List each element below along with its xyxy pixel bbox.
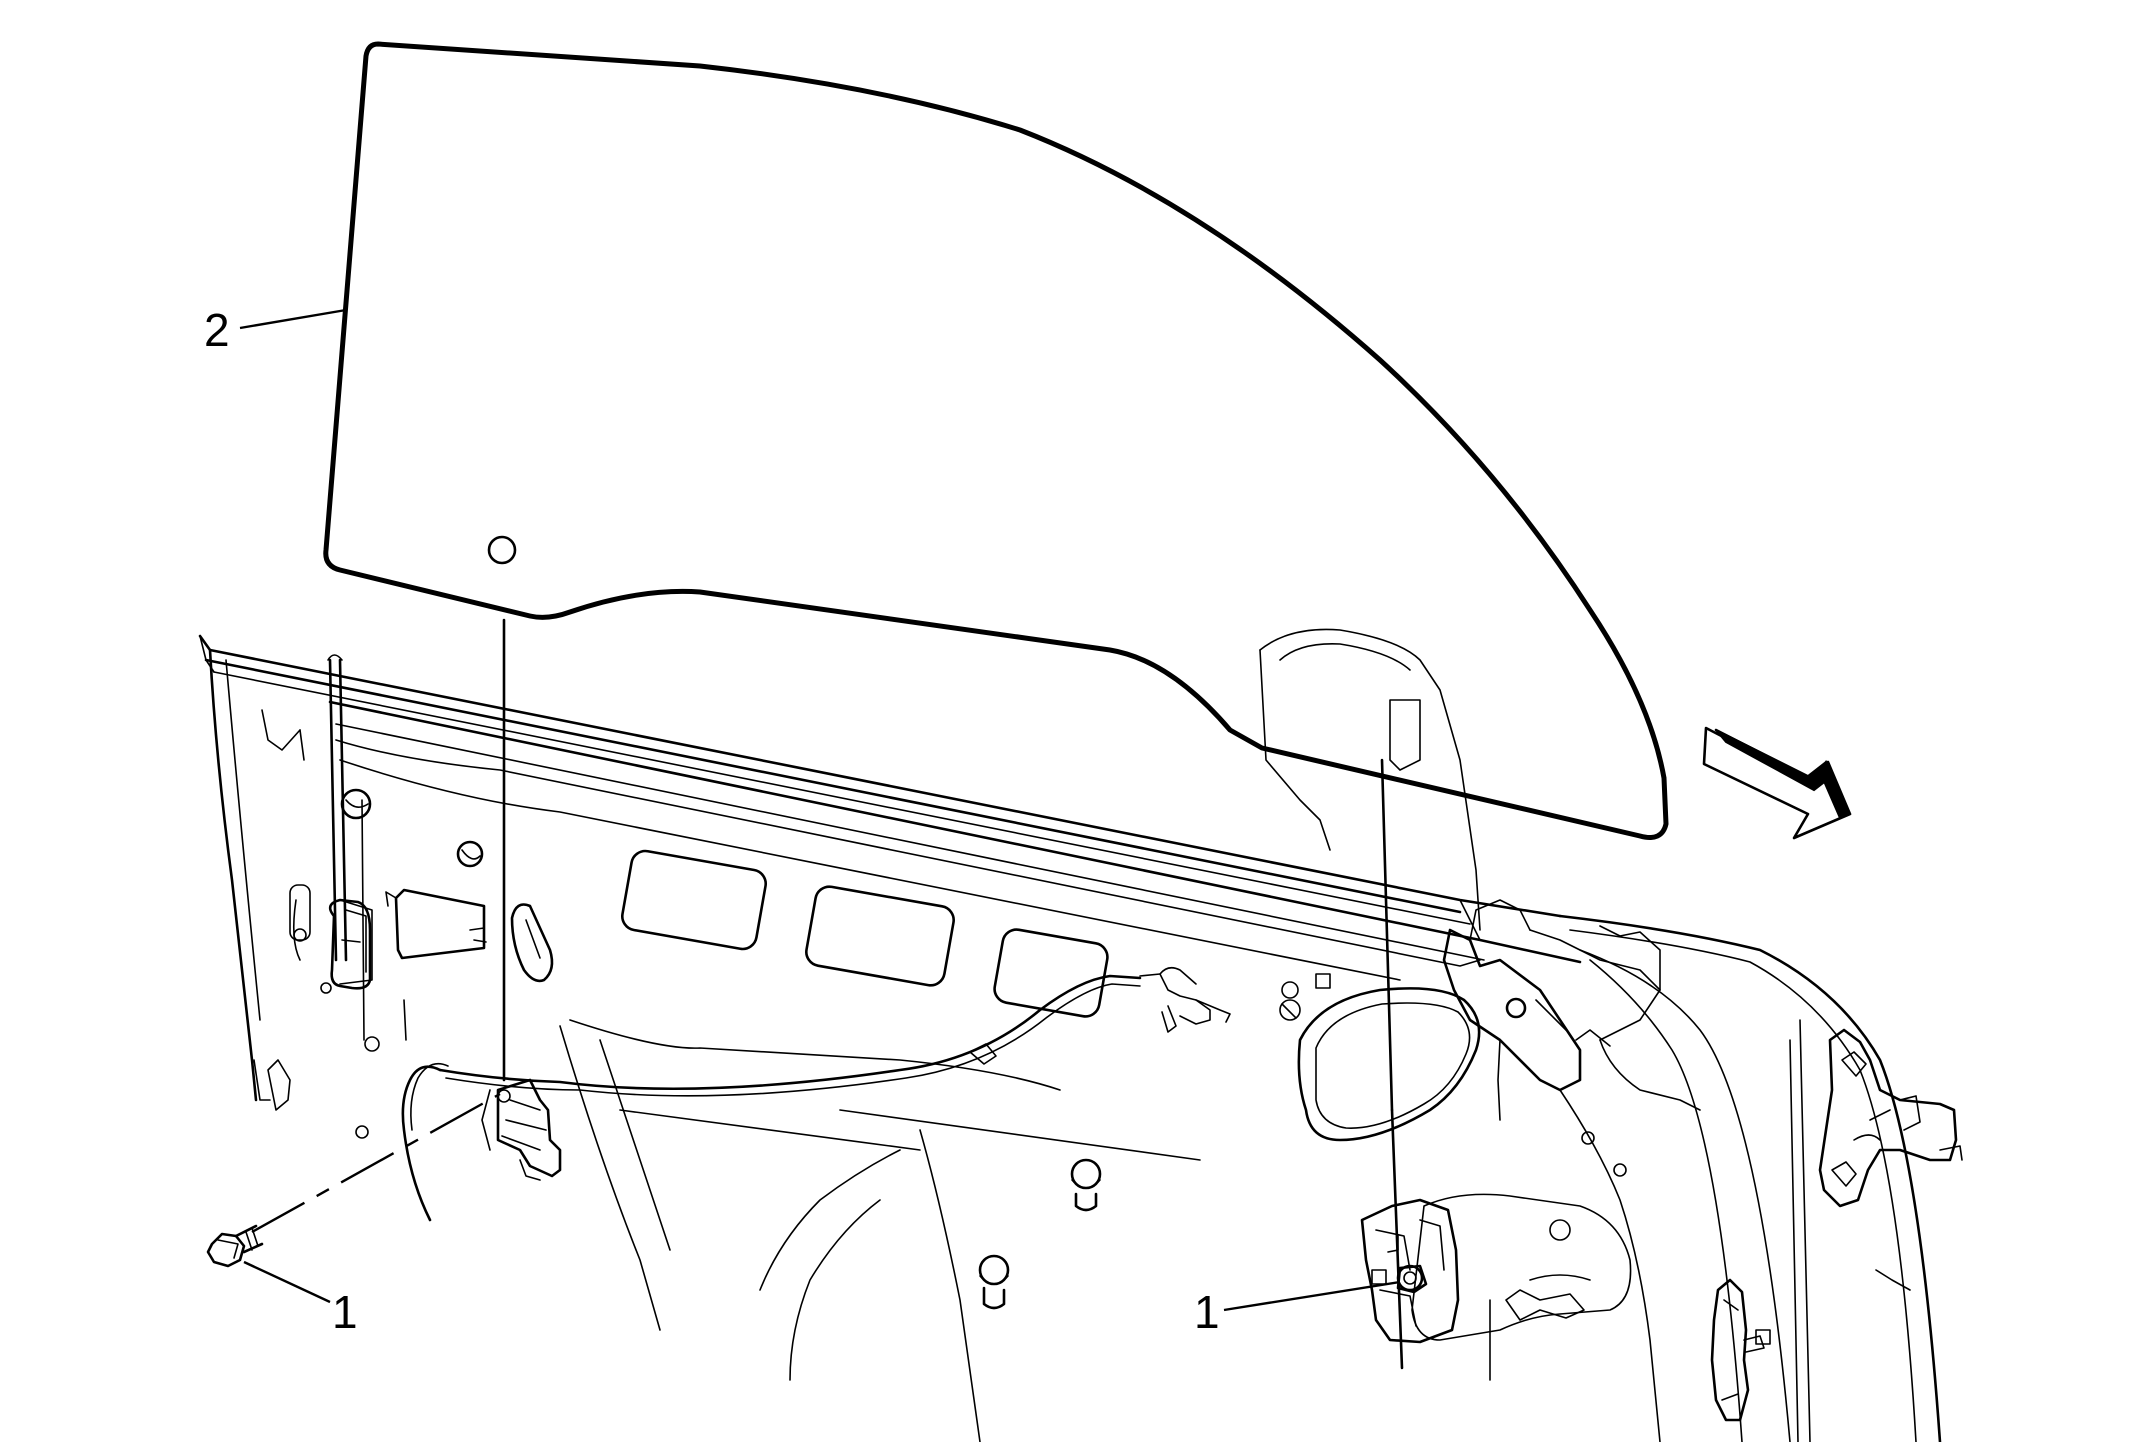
- bolt-right: [1396, 1264, 1428, 1294]
- callout-label-1-left: 1: [332, 1286, 358, 1338]
- bolt-left: [206, 1224, 264, 1268]
- front-edge-lines: [1789, 1019, 1911, 1442]
- hinge-pillar-structure: [1442, 899, 1701, 1442]
- door-inner-panel: [335, 739, 1481, 1442]
- direction-arrow: [1702, 726, 1852, 840]
- door-outer-frame: [1558, 914, 1942, 1442]
- mirror-sail-outline: [1259, 628, 1481, 931]
- door-window-glass: [323, 41, 1669, 840]
- door-module: [385, 888, 487, 960]
- panel-slots: [328, 898, 554, 990]
- retainer-clips: [978, 1158, 1102, 1310]
- callout-label-1-right: 1: [1194, 1286, 1220, 1338]
- callout-label-2: 2: [204, 304, 230, 356]
- alignment-lines: [502, 618, 1491, 1381]
- door-left-end: [208, 648, 311, 1111]
- door-belt-rails: [198, 634, 1582, 964]
- wiring-harness: [401, 966, 1231, 1222]
- speaker-opening: [1279, 987, 1481, 1142]
- door-hinges: [1710, 1028, 1963, 1422]
- latch-bracket: [1360, 1193, 1632, 1344]
- window-regulator-left: [481, 1078, 562, 1181]
- panel-holes: [292, 788, 1627, 1241]
- callout-leaders: [239, 308, 1401, 1312]
- access-holes: [621, 849, 1109, 1018]
